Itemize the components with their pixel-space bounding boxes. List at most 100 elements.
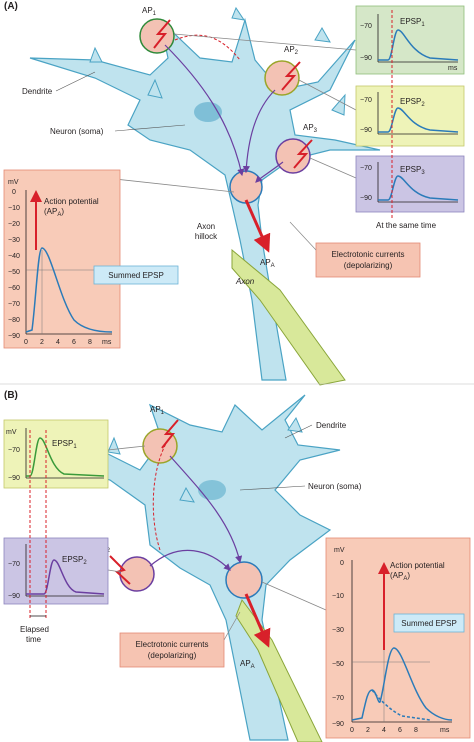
svg-text:Summed EPSP: Summed EPSP — [401, 619, 457, 628]
electrotonic-box-b — [119, 632, 225, 668]
svg-text:4: 4 — [382, 727, 386, 734]
svg-text:−90: −90 — [360, 127, 372, 134]
svg-text:−60: −60 — [8, 285, 20, 292]
svg-text:−10: −10 — [332, 593, 344, 600]
panel-b: (B) Dendrite Neuron (soma) AP1 AP2 APA E… — [3, 390, 471, 742]
svg-text:−70: −70 — [8, 561, 20, 568]
svg-text:6: 6 — [398, 727, 402, 734]
svg-text:Summed EPSP: Summed EPSP — [108, 271, 164, 280]
synapse-b2 — [119, 556, 155, 592]
svg-text:8: 8 — [414, 727, 418, 734]
current-arrow-a3 — [255, 161, 284, 183]
svg-text:0: 0 — [12, 189, 16, 196]
svg-text:−50: −50 — [332, 661, 344, 668]
current-arrow-a2 — [242, 89, 276, 174]
dashed-current-b — [152, 439, 169, 551]
svg-text:−50: −50 — [8, 269, 20, 276]
label-axon-hillock-a1: Axon — [197, 222, 215, 231]
svg-text:−70: −70 — [360, 97, 372, 104]
svg-text:−70: −70 — [360, 165, 372, 172]
electrotonic-a-line2: (depolarizing) — [344, 261, 393, 270]
svg-text:EPSP2: EPSP2 — [400, 97, 425, 108]
electrotonic-box-a — [315, 242, 421, 278]
ap2-bolt-b — [109, 555, 131, 585]
synapse-hillock-a — [229, 170, 263, 204]
svg-text:−70: −70 — [360, 23, 372, 30]
svg-text:ms: ms — [440, 727, 450, 734]
epsp1-graph-b: mV −70 −90 EPSP1 — [3, 419, 109, 489]
panel-b-letter: (B) — [4, 390, 18, 401]
svg-text:EPSP1: EPSP1 — [400, 17, 425, 28]
panel-a-letter: (A) — [4, 1, 18, 12]
current-arrow-b2 — [149, 549, 231, 571]
synapse-a3 — [275, 138, 311, 174]
electrotonic-b-line1: Electrotonic currents — [136, 640, 209, 649]
epsp1-graph-a: −70 −90 ms EPSP1 — [355, 5, 465, 75]
label-apa-b: APA — [240, 659, 255, 670]
svg-text:−90: −90 — [360, 195, 372, 202]
epsp2-graph-a: −70 −90 EPSP2 — [355, 85, 465, 147]
svg-text:EPSP1: EPSP1 — [52, 439, 77, 450]
svg-text:−90: −90 — [8, 333, 20, 340]
label-elapsed-2: time — [26, 635, 42, 644]
svg-text:mV: mV — [334, 547, 345, 554]
svg-text:ms: ms — [102, 339, 112, 346]
svg-text:−20: −20 — [8, 221, 20, 228]
label-dendrite-b: Dendrite — [316, 421, 347, 430]
svg-text:EPSP2: EPSP2 — [62, 555, 87, 566]
label-elapsed-1: Elapsed — [20, 625, 49, 634]
epsp3-graph-a: −70 −90 EPSP3 — [355, 155, 465, 213]
svg-text:Action potential: Action potential — [44, 197, 99, 206]
ap3-bolt-a — [293, 139, 313, 169]
label-soma-b: Neuron (soma) — [308, 482, 362, 491]
svg-text:−90: −90 — [8, 593, 20, 600]
svg-text:mV: mV — [6, 429, 17, 436]
label-ap1-a: AP1 — [142, 6, 157, 17]
summed-graph-b: mV 0 −10 −30 −50 −70 −90 0 2 4 6 8 ms Ac… — [325, 537, 471, 739]
label-ap3-a: AP3 — [303, 123, 318, 134]
label-soma-a: Neuron (soma) — [50, 127, 104, 136]
current-arrow-a1 — [164, 44, 245, 177]
svg-text:−90: −90 — [332, 721, 344, 728]
label-same-time: At the same time — [376, 221, 437, 230]
svg-text:ms: ms — [448, 65, 458, 72]
label-dendrite-a: Dendrite — [22, 87, 53, 96]
axon-a — [231, 248, 346, 386]
svg-text:(APA): (APA) — [390, 571, 410, 582]
electrotonic-a-line1: Electrotonic currents — [332, 250, 405, 259]
svg-text:−70: −70 — [8, 447, 20, 454]
svg-text:Action potential: Action potential — [390, 561, 445, 570]
synapse-hillock-b — [225, 561, 263, 599]
svg-text:2: 2 — [40, 339, 44, 346]
svg-text:8: 8 — [88, 339, 92, 346]
svg-text:−90: −90 — [360, 55, 372, 62]
svg-text:0: 0 — [350, 727, 354, 734]
svg-text:−90: −90 — [8, 475, 20, 482]
svg-text:−30: −30 — [332, 627, 344, 634]
ap2-bolt-a — [281, 61, 301, 91]
svg-text:4: 4 — [56, 339, 60, 346]
svg-text:−30: −30 — [8, 237, 20, 244]
label-apa-a: APA — [260, 258, 275, 269]
svg-text:0: 0 — [24, 339, 28, 346]
svg-text:(APA): (APA) — [44, 207, 64, 218]
synapse-a2 — [264, 60, 300, 96]
svg-text:EPSP3: EPSP3 — [400, 165, 425, 176]
svg-text:−80: −80 — [8, 317, 20, 324]
svg-text:mV: mV — [8, 179, 19, 186]
current-arrow-b1 — [169, 455, 243, 564]
label-axon-a: Axon — [235, 277, 255, 286]
synapse-a1 — [139, 18, 175, 54]
svg-text:0: 0 — [340, 560, 344, 567]
apa-arrow-b — [244, 593, 271, 648]
label-ap2-a: AP2 — [284, 45, 299, 56]
panel-a: (A) Dendrite Neuron (soma) — [3, 1, 465, 386]
svg-text:−70: −70 — [332, 695, 344, 702]
svg-text:−70: −70 — [8, 301, 20, 308]
epsp2-graph-b: −70 −90 EPSP2 — [3, 537, 109, 605]
ap1-bolt-a — [153, 19, 171, 49]
summed-graph-a: mV 0 −10 −20 −30 −40 −50 −60 −70 −80 −90… — [3, 169, 179, 349]
svg-text:−40: −40 — [8, 253, 20, 260]
apa-arrow-a — [244, 199, 271, 253]
